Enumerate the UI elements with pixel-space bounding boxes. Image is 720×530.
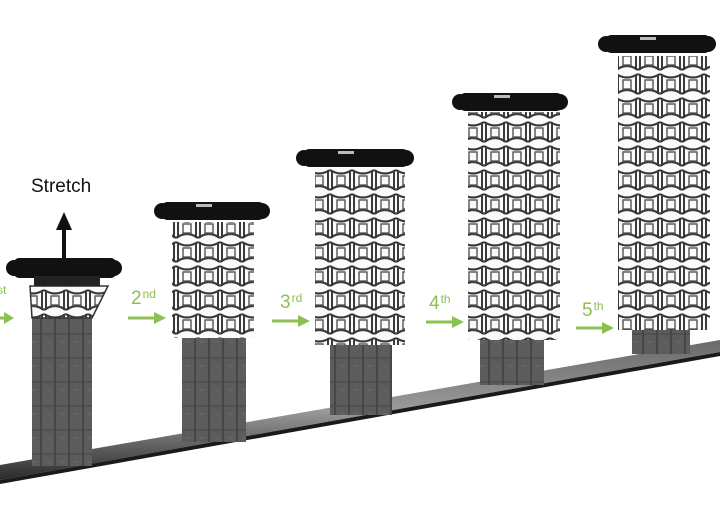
specimen-3-sheet: [330, 345, 392, 415]
stage-label-5: 5th: [582, 299, 604, 321]
specimen-1-knob-right: [106, 260, 122, 276]
specimen-2-clamp: [162, 202, 264, 220]
specimen-4-clamp: [460, 93, 562, 111]
specimen-1-knob-left: [6, 260, 22, 276]
specimen-5: [598, 35, 716, 354]
stage-label-2: 2nd: [131, 287, 156, 309]
specimen-3-clamp: [304, 149, 408, 167]
stage-label-3: 3rd: [280, 291, 303, 313]
specimen-3-knob-right: [398, 150, 414, 166]
specimen-4-knob-left: [452, 94, 468, 110]
stage-arrow-3: [272, 315, 310, 327]
specimen-3-lattice: [315, 168, 405, 345]
specimen-3: [296, 149, 414, 415]
specimen-5-knob-left: [598, 36, 614, 52]
stage-arrow-2: [128, 312, 166, 324]
specimen-5-clamp: [606, 35, 710, 53]
stretch-label: Stretch: [31, 176, 92, 197]
specimen-1-lattice: [29, 285, 110, 319]
specimen-1: [6, 258, 122, 466]
specimen-5-lattice: [618, 56, 710, 330]
specimen-4-sheet: [480, 340, 544, 385]
stage-label-1: st: [0, 283, 7, 297]
specimen-2-lattice: [172, 222, 254, 338]
stretch-arrow: [56, 212, 72, 268]
stage-label-4: 4th: [429, 292, 451, 314]
stage-arrow-4: [426, 316, 464, 328]
specimen-3-knob-left: [296, 150, 312, 166]
specimen-2-knob-right: [254, 203, 270, 219]
specimen-2-sheet: [182, 338, 246, 442]
specimen-4-lattice: [468, 112, 560, 340]
stage-arrow-5: [576, 322, 614, 334]
stage-arrow-1: [0, 312, 14, 324]
specimen-1-sheet: [32, 318, 92, 466]
specimen-4-knob-right: [552, 94, 568, 110]
specimen-5-sheet: [632, 330, 690, 354]
specimen-4: [452, 93, 568, 385]
specimen-2-knob-left: [154, 203, 170, 219]
specimen-2: [154, 202, 270, 442]
specimen-5-knob-right: [700, 36, 716, 52]
